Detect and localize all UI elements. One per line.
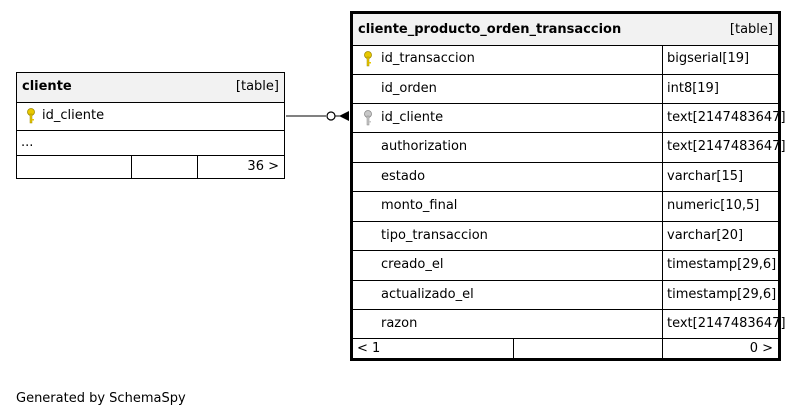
column-name: id_transaccion (381, 51, 475, 66)
table-row[interactable]: authorization text[2147483647] (353, 133, 786, 163)
column-name: estado (381, 169, 426, 184)
table-kind: [table] (729, 22, 773, 37)
column-type: varchar[15] (662, 163, 778, 191)
generated-by-label: Generated by SchemaSpy (16, 391, 186, 406)
column-type: int8[19] (662, 75, 778, 103)
table-footer: 36 > (17, 155, 284, 178)
many-cardinality-arrow (339, 111, 349, 121)
column-type: text[2147483647] (662, 104, 786, 132)
column-type: timestamp[29,6] (662, 281, 778, 309)
table-footer: < 1 0 > (353, 339, 778, 358)
column-name: id_cliente (381, 110, 444, 125)
column-type: timestamp[29,6] (662, 251, 778, 280)
table-kind: [table] (235, 79, 279, 94)
column-name: monto_final (381, 198, 458, 213)
column-name: actualizado_el (381, 287, 474, 302)
column-name: authorization (381, 139, 468, 154)
table-row[interactable]: creado_el timestamp[29,6] (353, 251, 778, 281)
table-cliente[interactable]: cliente [table] id_cliente ... 36 > (16, 72, 285, 179)
table-header: cliente [table] (17, 73, 284, 103)
column-type: text[2147483647] (662, 310, 786, 338)
table-row[interactable]: razon text[2147483647] (353, 310, 786, 339)
table-row[interactable]: estado varchar[15] (353, 163, 778, 192)
table-row[interactable]: monto_final numeric[10,5] (353, 192, 778, 222)
foreign-key-icon (364, 110, 372, 126)
primary-key-icon (364, 51, 372, 67)
column-type: bigserial[19] (662, 45, 778, 74)
table-row[interactable]: tipo_transaccion varchar[20] (353, 222, 778, 251)
zero-cardinality-circle (326, 111, 336, 121)
column-type: numeric[10,5] (662, 192, 778, 221)
ellipsis: ... (21, 135, 34, 150)
column-name: id_orden (381, 81, 437, 96)
column-name: creado_el (381, 257, 444, 272)
table-row[interactable]: id_orden int8[19] (353, 75, 778, 104)
column-type: varchar[20] (662, 222, 778, 250)
table-ellipsis-row: ... (17, 131, 284, 156)
table-cliente-producto-orden-transaccion[interactable]: cliente_producto_orden_transaccion [tabl… (350, 11, 786, 361)
primary-key-icon (27, 108, 35, 124)
table-row[interactable]: id_cliente text[2147483647] (353, 104, 786, 133)
table-name: cliente (22, 79, 72, 94)
footer-right: 0 > (749, 341, 773, 356)
table-row[interactable]: id_transaccion bigserial[19] (353, 45, 778, 75)
column-name: id_cliente (42, 108, 105, 123)
table-header: cliente_producto_orden_transaccion [tabl… (353, 14, 778, 46)
column-name: tipo_transaccion (381, 228, 488, 243)
footer-right: 36 > (247, 159, 279, 174)
column-name: razon (381, 316, 418, 331)
table-row[interactable]: actualizado_el timestamp[29,6] (353, 281, 778, 310)
table-row[interactable]: id_cliente (17, 102, 284, 131)
column-type: text[2147483647] (662, 133, 786, 162)
table-name: cliente_producto_orden_transaccion (358, 22, 622, 37)
footer-left: < 1 (357, 341, 381, 356)
